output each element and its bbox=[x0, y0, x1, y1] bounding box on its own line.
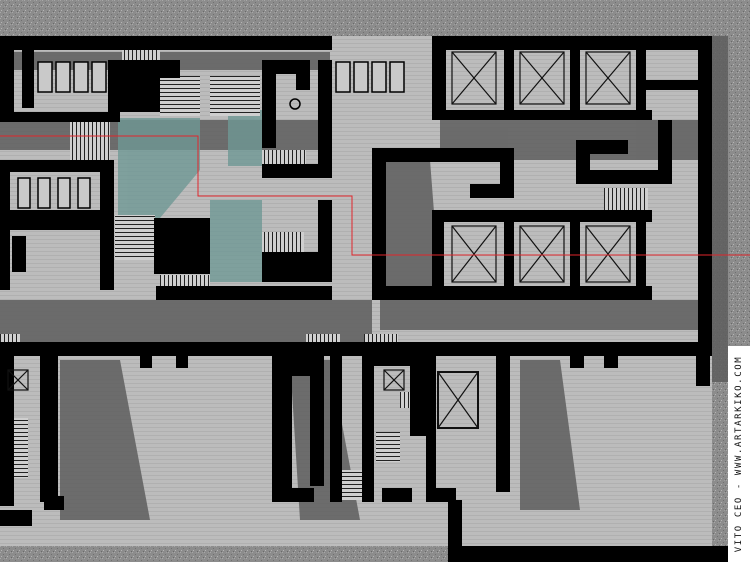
toilet-stalls bbox=[7, 51, 631, 429]
fixtures bbox=[17, 61, 405, 209]
walls bbox=[0, 36, 730, 562]
atrium-glass bbox=[118, 110, 262, 282]
section-line bbox=[0, 135, 750, 256]
credit-text: VITO CEO - WWW.ARTARKIKO.COM bbox=[734, 355, 744, 553]
credit-strip: VITO CEO - WWW.ARTARKIKO.COM bbox=[728, 346, 750, 562]
stairs bbox=[0, 48, 648, 500]
